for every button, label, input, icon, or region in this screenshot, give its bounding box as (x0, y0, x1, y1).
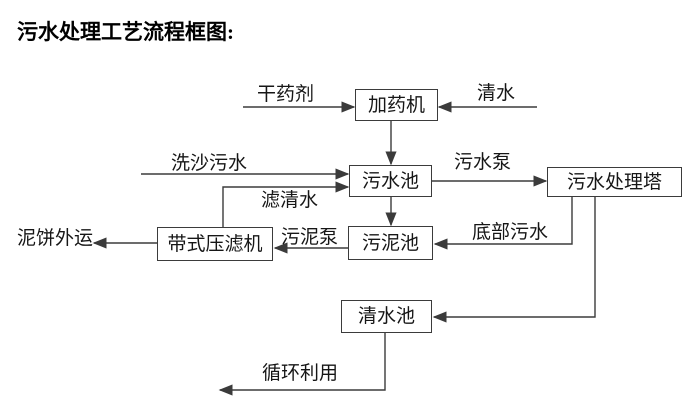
diagram-title: 污水处理工艺流程框图: (17, 20, 234, 44)
edge-label-dry-agent: 干药剂 (257, 84, 315, 105)
edge-recycle-out (218, 333, 386, 396)
node-treatment-tower: 污水处理塔 (547, 167, 682, 197)
node-sludge-pool: 污泥池 (348, 226, 433, 260)
edge-label-sewage-pump: 污水泵 (454, 152, 512, 173)
edge-label-filtered-water: 滤清水 (261, 190, 319, 211)
edge-label-sand-wash: 洗沙污水 (171, 153, 248, 174)
edge-label-sludge-pump: 污泥泵 (281, 227, 339, 248)
node-clean-water-pool: 清水池 (341, 300, 432, 333)
edge-label-recycle: 循环利用 (262, 363, 339, 384)
edge-label-bottom-sewage: 底部污水 (472, 222, 549, 243)
node-sewage-pool: 污水池 (349, 165, 432, 197)
node-belt-filter-press: 带式压滤机 (157, 227, 273, 261)
node-dosing-machine: 加药机 (355, 89, 438, 121)
edge-tower-to-clean-pool (432, 197, 596, 323)
edge-label-mud-cake-out: 泥饼外运 (17, 228, 94, 249)
edge-bottom-sewage-to-sludge (433, 197, 573, 250)
edge-filtered-water-return (222, 181, 350, 227)
edge-label-clean-water: 清水 (477, 83, 516, 104)
